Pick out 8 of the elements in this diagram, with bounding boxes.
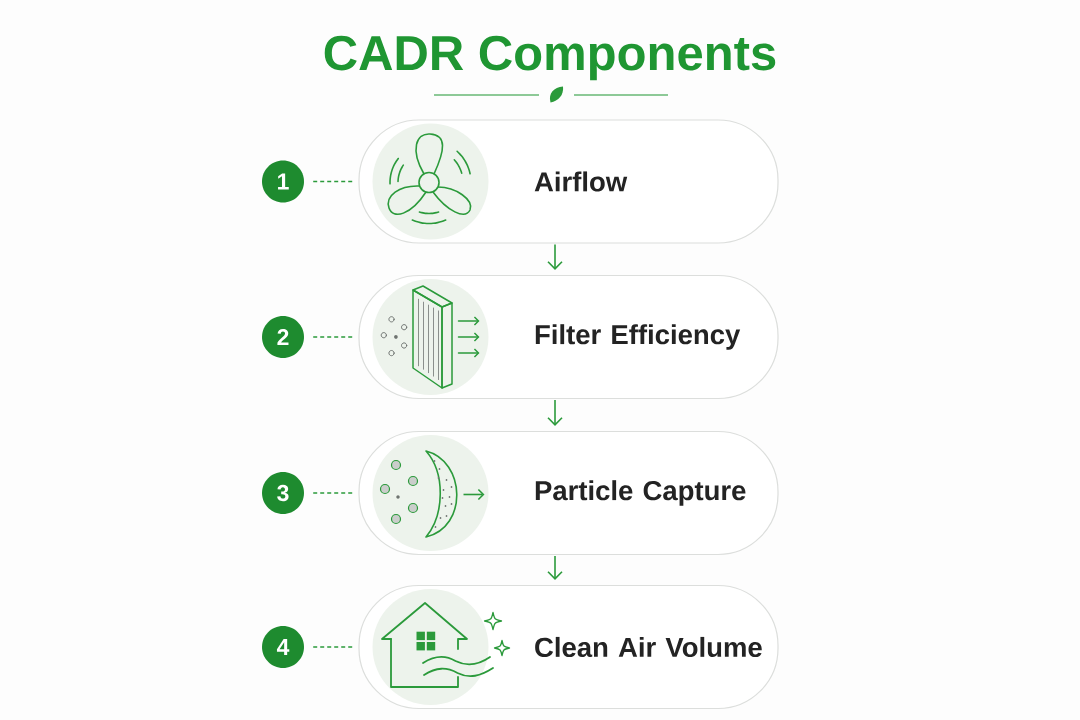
title: CADR Components	[324, 35, 776, 81]
dashed-connector	[312, 646, 354, 648]
dashed-connector	[312, 336, 354, 338]
dashed-connector	[312, 180, 354, 183]
arrow	[547, 243, 563, 270]
arrow	[547, 399, 563, 426]
arrow	[547, 555, 563, 580]
dashed-connector	[312, 492, 354, 494]
